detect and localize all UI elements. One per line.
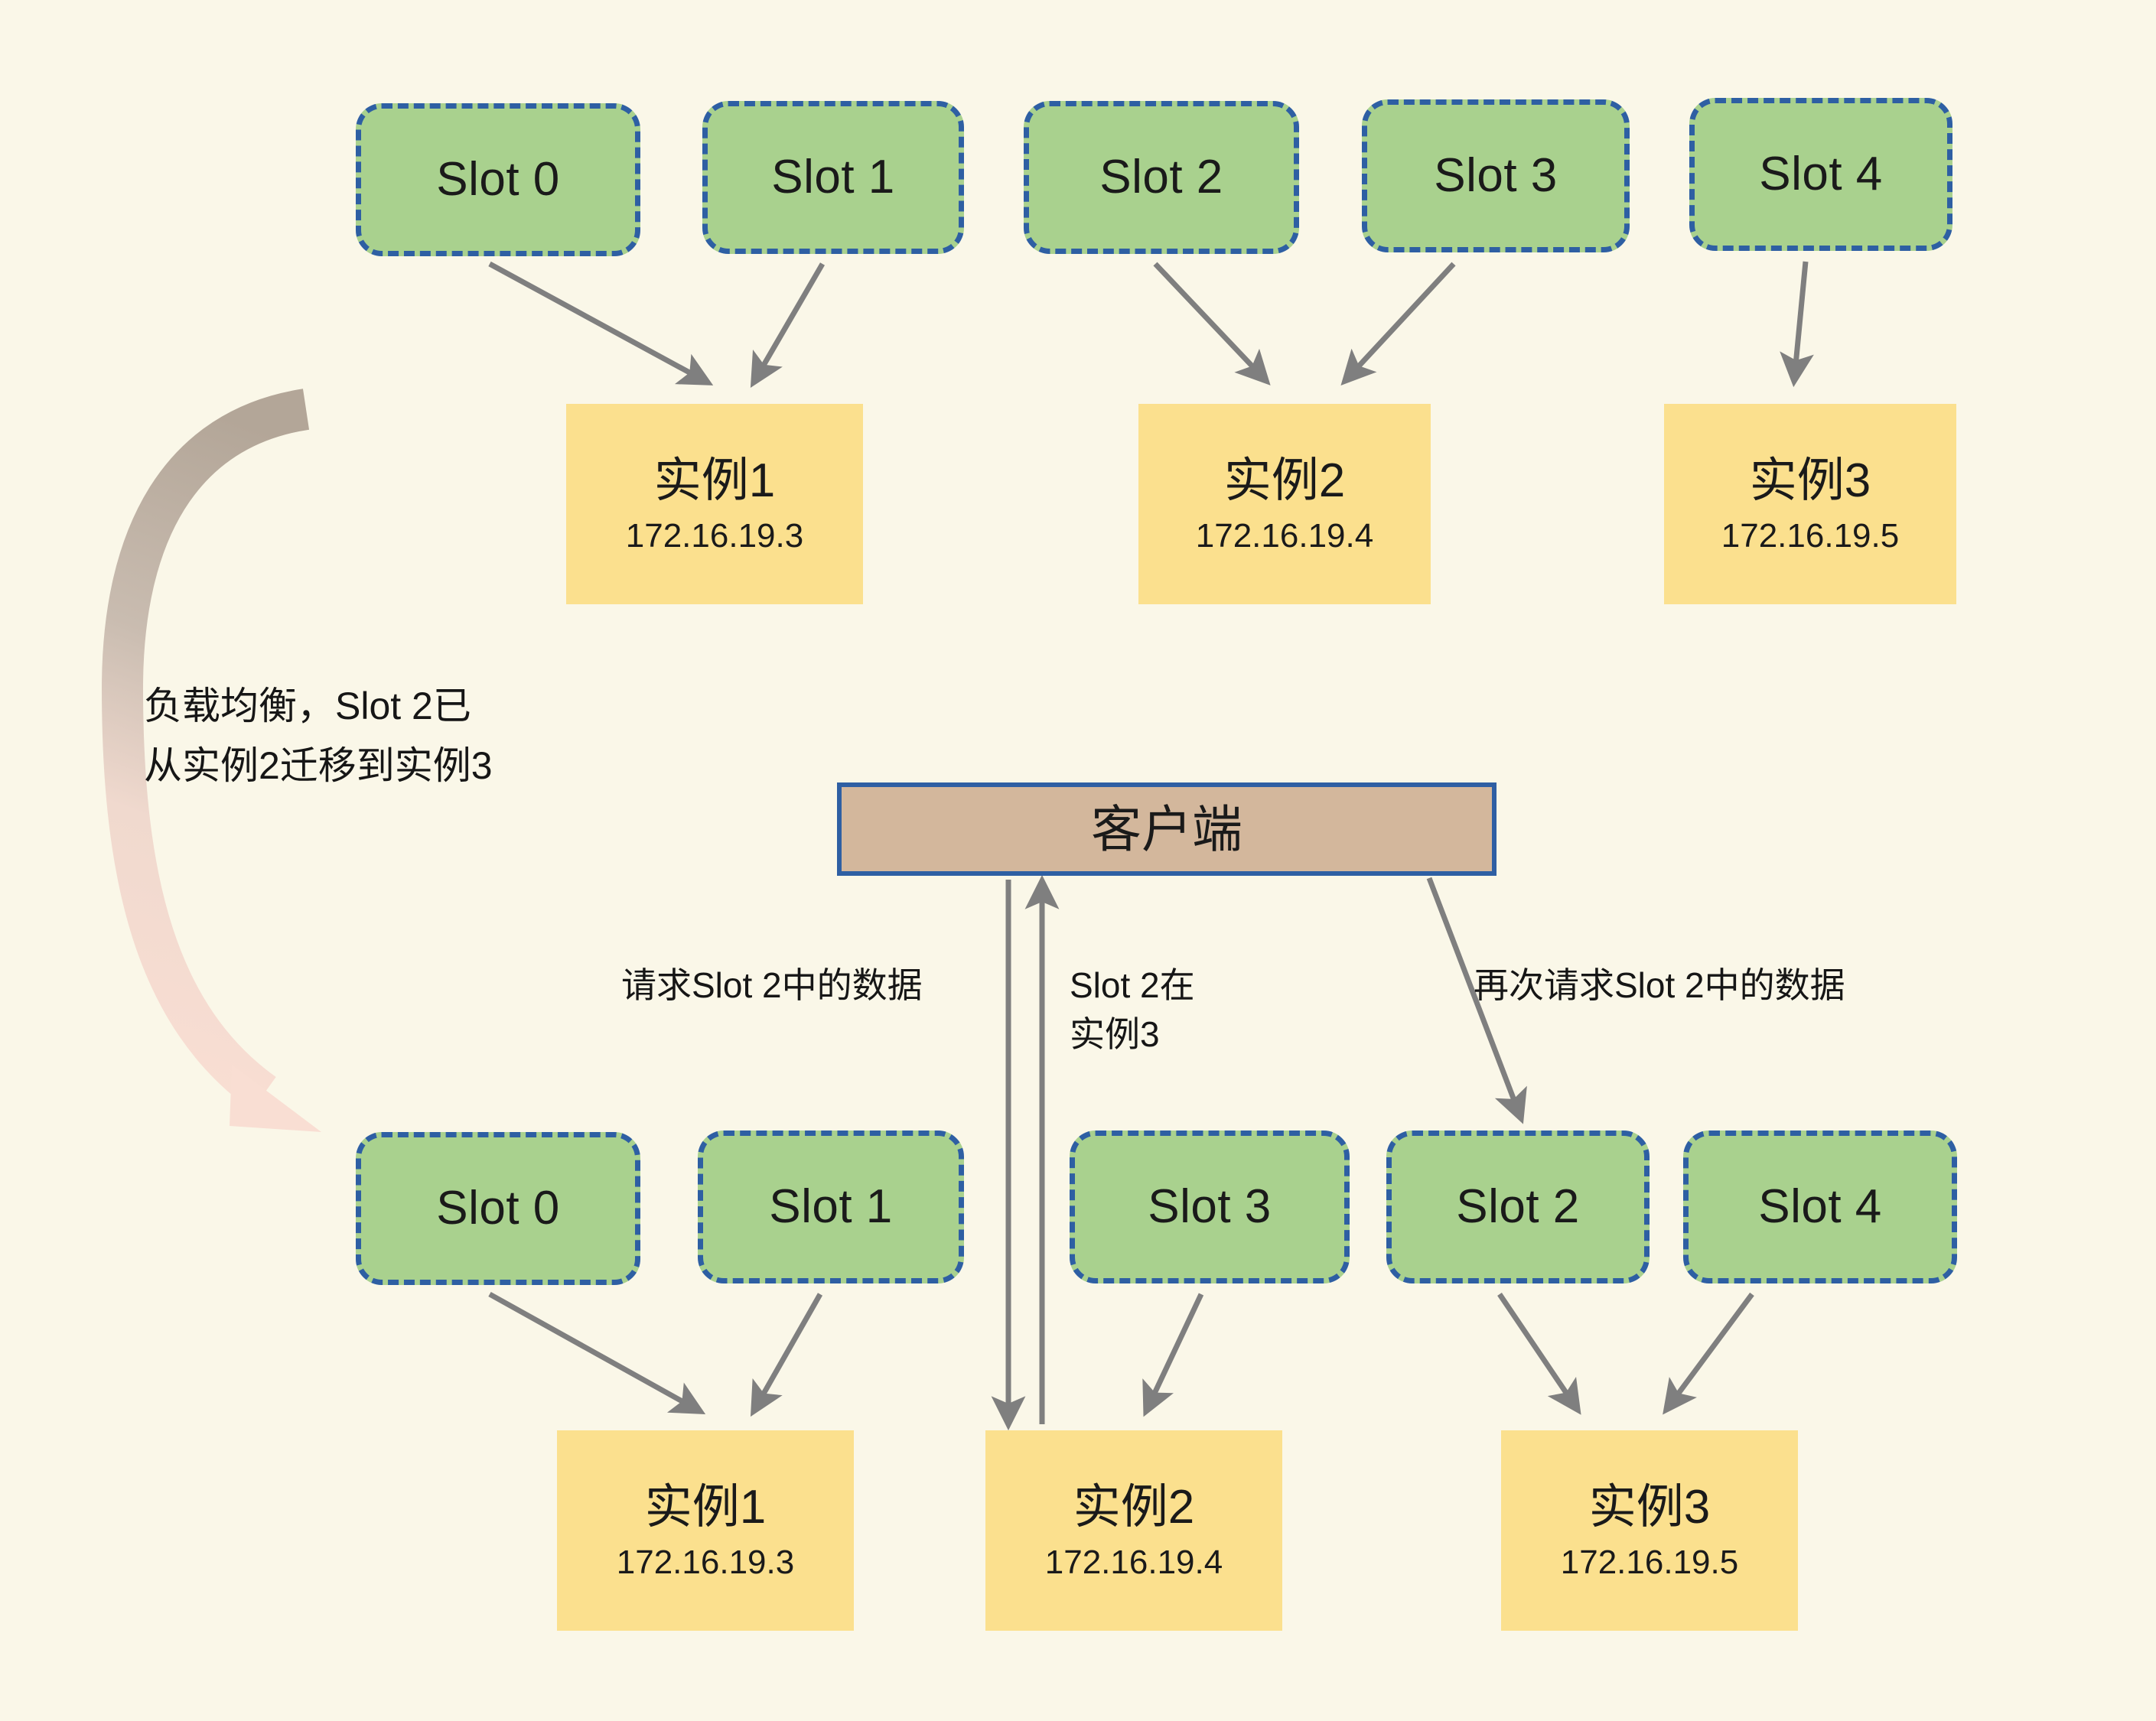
top-slot-instance-connectors (488, 261, 1814, 389)
edge-slot0-instance1 (488, 261, 714, 386)
migration-note-line1: 负载均衡，Slot 2已 (144, 685, 471, 727)
slot-label: Slot 4 (1759, 148, 1883, 200)
instance-name: 实例1 (653, 454, 776, 508)
edge-b-slot2-instance3 (1497, 1293, 1581, 1415)
instance-name: 实例2 (1223, 454, 1346, 508)
client-slot2-connector (1426, 877, 1527, 1124)
instance-box-bottom-2[interactable]: 实例2 172.16.19.4 (985, 1430, 1282, 1631)
instance-ip: 172.16.19.4 (1044, 1544, 1223, 1582)
slot-box-top-1[interactable]: Slot 1 (702, 101, 964, 254)
slot-box-top-3[interactable]: Slot 3 (1362, 99, 1630, 252)
slot-box-bottom-1[interactable]: Slot 1 (698, 1131, 964, 1283)
client-instance2-connectors (991, 874, 1060, 1431)
slot-label: Slot 2 (1099, 151, 1223, 203)
flow-label-request: 请求Slot 2中的数据 (621, 965, 923, 1005)
instance-name: 实例3 (1588, 1481, 1711, 1534)
slot-label: Slot 1 (769, 1180, 893, 1233)
instance-box-top-3[interactable]: 实例3 172.16.19.5 (1664, 404, 1956, 604)
instance-ip: 172.16.19.4 (1195, 517, 1374, 555)
instance-name: 实例1 (644, 1481, 767, 1534)
slot-label: Slot 1 (771, 151, 895, 203)
slot-box-bottom-2[interactable]: Slot 2 (1386, 1131, 1650, 1283)
instance-box-bottom-1[interactable]: 实例1 172.16.19.3 (557, 1430, 854, 1631)
migration-note-line2: 从实例2迁移到实例3 (144, 744, 493, 787)
flow-label-redirect-line1: Slot 2在 (1070, 965, 1195, 1005)
instance-ip: 172.16.19.3 (616, 1544, 795, 1582)
slot-label: Slot 4 (1758, 1180, 1882, 1233)
slot-label: Slot 3 (1148, 1180, 1272, 1233)
slot-label: Slot 0 (436, 1182, 560, 1235)
edge-slot2-instance2 (1153, 262, 1271, 386)
slot-label: Slot 0 (436, 153, 560, 206)
instance-ip: 172.16.19.3 (625, 517, 804, 555)
instance-name: 实例2 (1073, 1481, 1195, 1534)
slot-label: Slot 2 (1456, 1180, 1580, 1233)
bottom-slot-instance-connectors (488, 1291, 1754, 1417)
instance-box-top-2[interactable]: 实例2 172.16.19.4 (1138, 404, 1431, 604)
client-label: 客户端 (1091, 801, 1242, 857)
client-box[interactable]: 客户端 (837, 782, 1496, 876)
flow-label-redirect-line2: 实例3 (1070, 1014, 1160, 1054)
instance-name: 实例3 (1749, 454, 1871, 508)
edge-slot3-instance2 (1340, 262, 1456, 386)
slot-box-top-4[interactable]: Slot 4 (1689, 98, 1952, 251)
slot-box-bottom-3[interactable]: Slot 3 (1070, 1131, 1350, 1283)
instance-box-bottom-3[interactable]: 实例3 172.16.19.5 (1501, 1430, 1798, 1631)
instance-ip: 172.16.19.5 (1721, 517, 1900, 555)
instance-ip: 172.16.19.5 (1560, 1544, 1739, 1582)
edge-b-slot3-instance2 (1142, 1293, 1204, 1417)
edge-b-slot0-instance1 (488, 1291, 706, 1414)
edge-b-slot1-instance1 (750, 1293, 823, 1417)
slot-box-bottom-4[interactable]: Slot 4 (1683, 1131, 1957, 1283)
flow-label-retry: 再次请求Slot 2中的数据 (1474, 965, 1845, 1005)
slot-box-top-2[interactable]: Slot 2 (1024, 101, 1299, 254)
edge-slot4-instance3 (1780, 261, 1814, 388)
edge-b-slot4-instance3 (1663, 1292, 1754, 1415)
edge-client-to-slot2 (1426, 877, 1527, 1124)
migration-arrow (101, 389, 321, 1132)
slot-box-top-0[interactable]: Slot 0 (356, 103, 640, 256)
slot-label: Slot 3 (1434, 149, 1558, 202)
edge-slot1-instance1 (750, 262, 826, 389)
instance-box-top-1[interactable]: 实例1 172.16.19.3 (566, 404, 863, 604)
slot-box-bottom-0[interactable]: Slot 0 (356, 1132, 640, 1285)
